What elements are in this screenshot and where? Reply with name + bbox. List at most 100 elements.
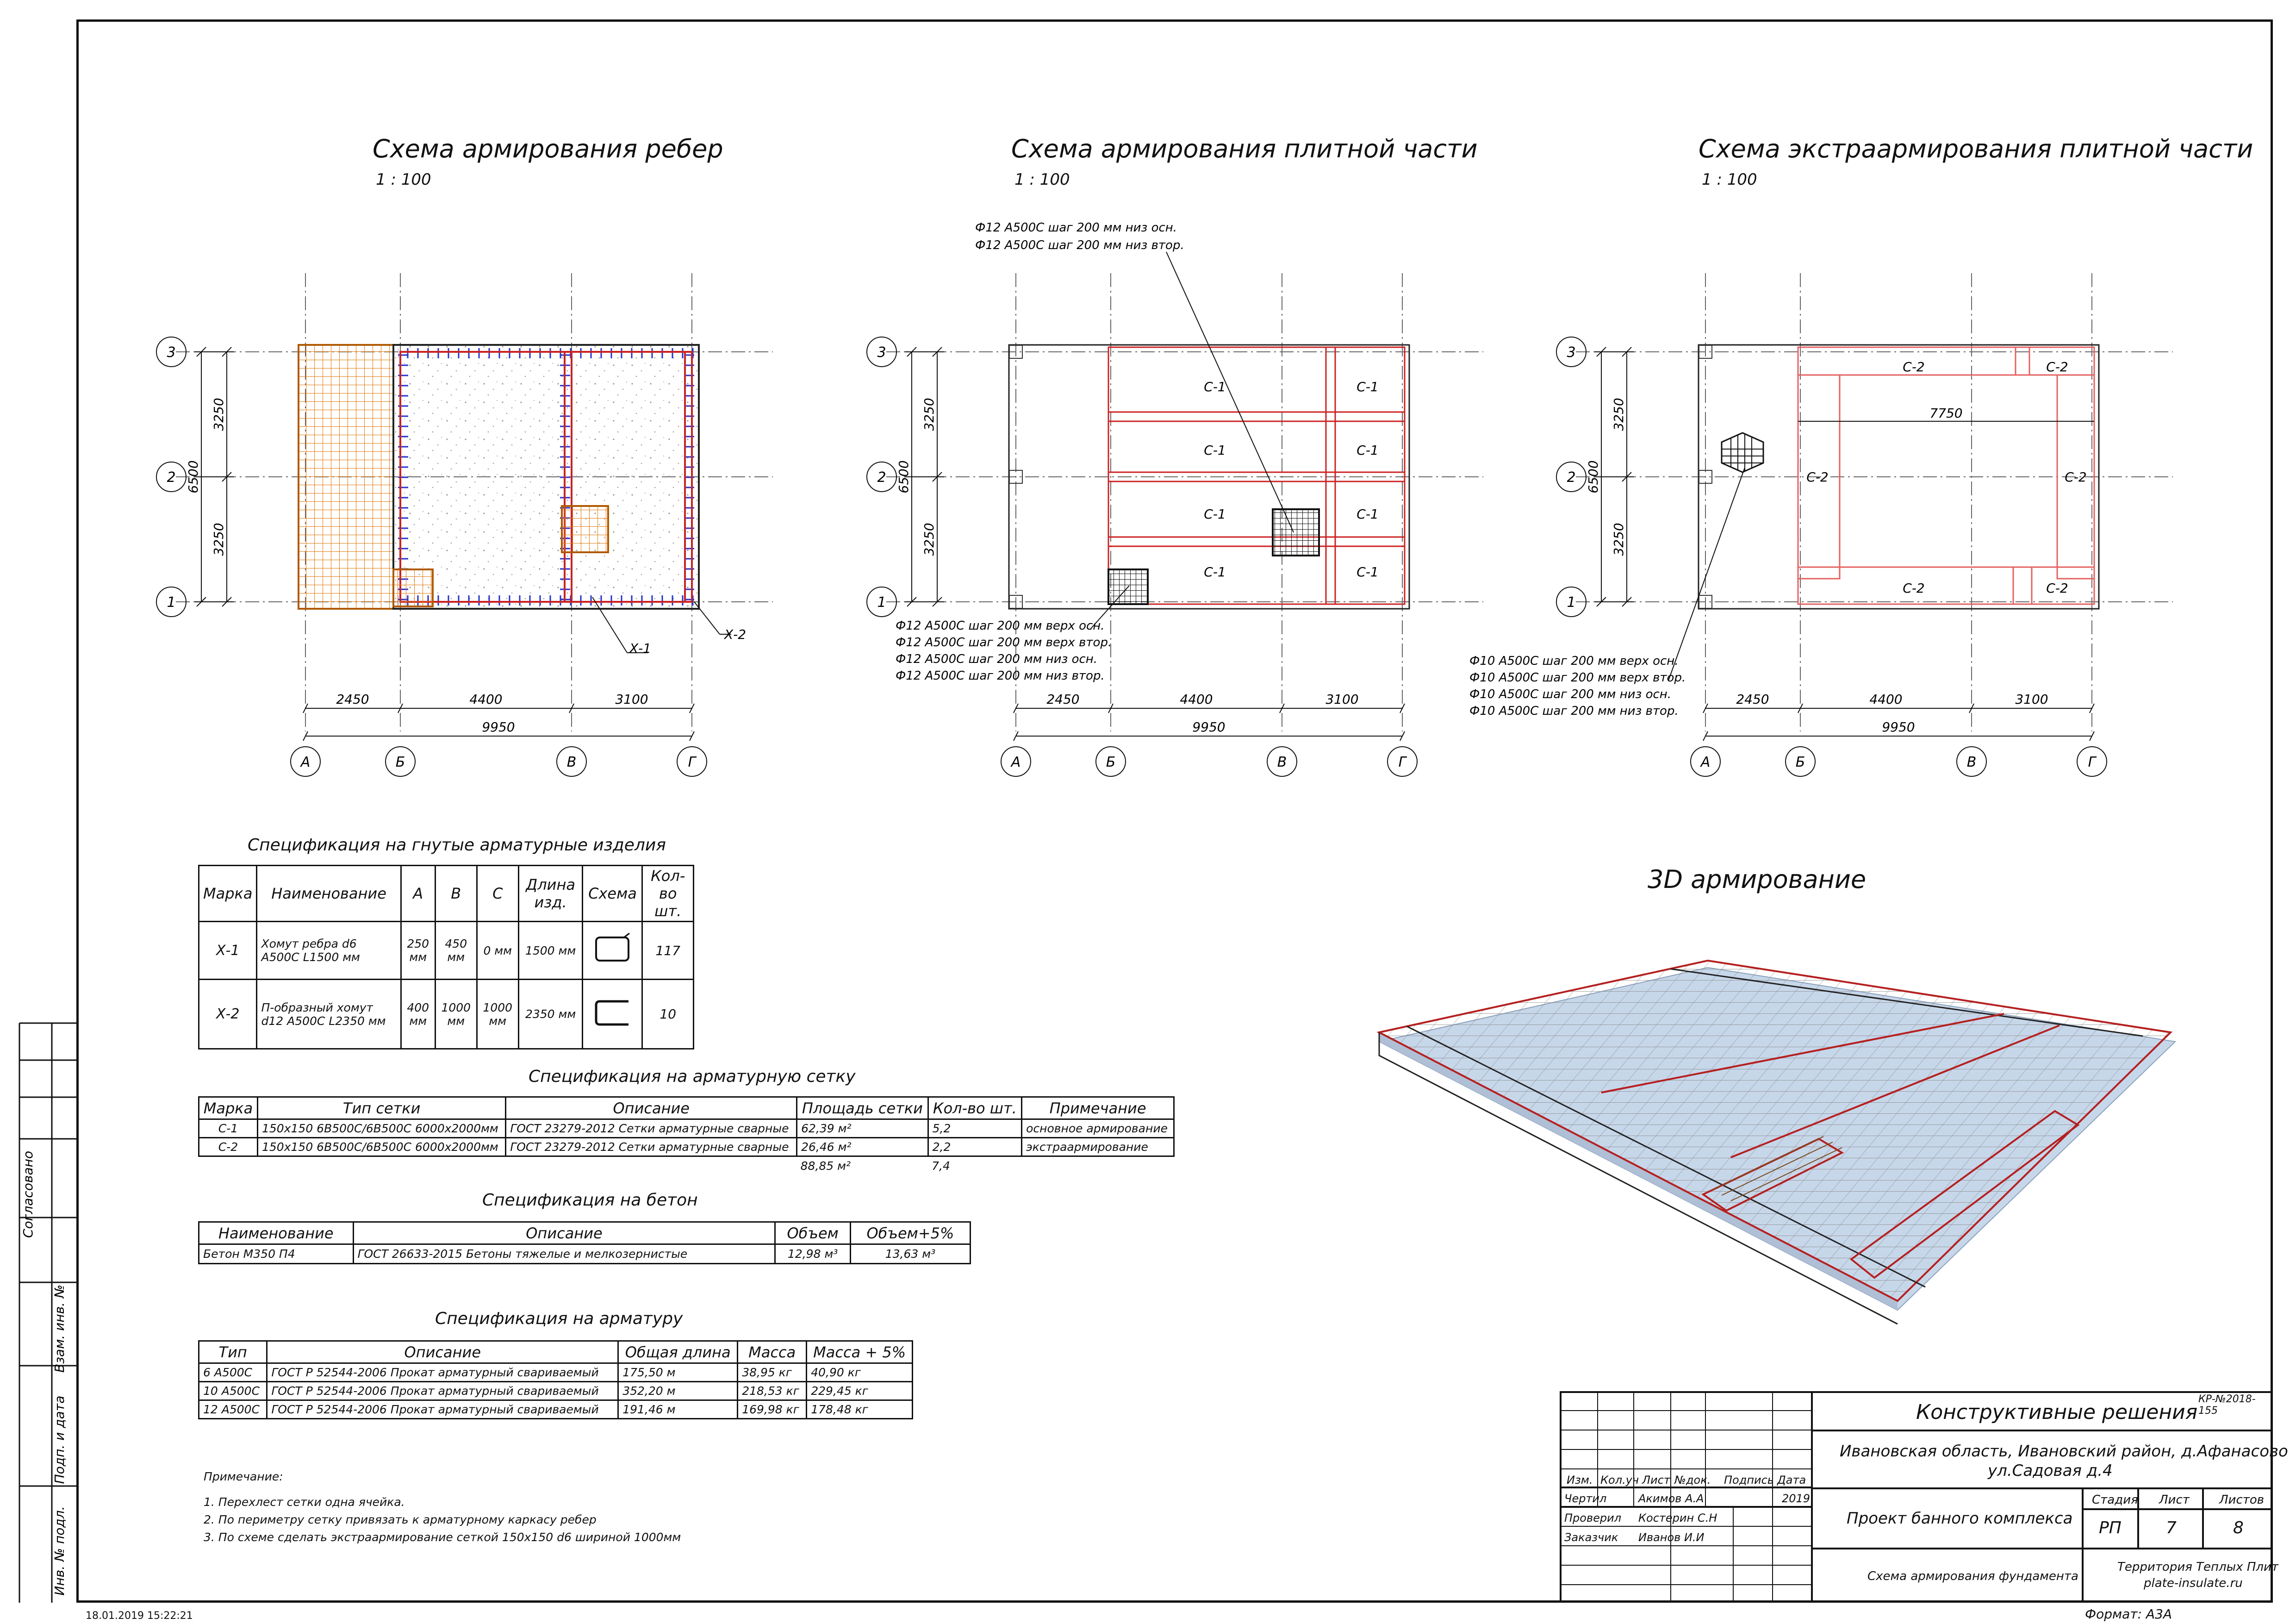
spec-rebar-r1-c0: 10 А500С — [198, 1381, 268, 1401]
note-2: 2. По периметру сетку привязать к армату… — [204, 1513, 597, 1526]
extra-dim-2450: 2450 — [1736, 692, 1769, 707]
stirrup-scheme-icon — [595, 932, 630, 962]
label-x2: Х-2 — [723, 627, 746, 642]
dim-6500: 6500 — [186, 460, 201, 493]
drawing-frame — [76, 19, 2273, 1603]
note-1: 1. Перехлест сетки одна ячейка. — [204, 1495, 405, 1509]
spec-rebar-r2-c0: 12 А500С — [198, 1399, 268, 1419]
spec-concrete-r0-c1: ГОСТ 26633-2015 Бетоны тяжелые и мелкозе… — [352, 1243, 776, 1264]
spec-rebar-r2-c2: 191,46 м — [617, 1399, 739, 1419]
extra-dim-3100: 3100 — [2015, 692, 2048, 707]
spec-rebar-r1-c2: 352,20 м — [617, 1381, 739, 1401]
spec-mesh-r1-c2: ГОСТ 23279-2012 Сетки арматурные сварные — [505, 1137, 798, 1157]
stamp-sheets: 8 — [2233, 1518, 2244, 1537]
spec-bent-h3: B — [434, 865, 478, 922]
spec-bent-h7: Кол-во шт. — [641, 865, 694, 922]
extra-dim-7750: 7750 — [1929, 406, 1962, 421]
spec-rebar-h4: Масса + 5% — [806, 1340, 913, 1364]
spec-bent-r0-scheme — [582, 921, 643, 980]
spec-mesh-r0-c0: С-1 — [198, 1118, 258, 1138]
spec-mesh-r1-c1: 150х150 6В500С/6В500С 6000х2000мм — [256, 1137, 507, 1157]
table-row: 12 А500С ГОСТ Р 52544-2006 Прокат армату… — [198, 1399, 913, 1419]
spec-mesh-h2: Описание — [505, 1096, 798, 1120]
spec-mesh-h4: Кол-во шт. — [927, 1096, 1023, 1120]
slab-col-v: В — [1277, 754, 1287, 770]
slab-callout-bot-4: Ф12 А500С шаг 200 мм низ втор. — [896, 669, 1105, 683]
spec-rebar-r0-c0: 6 А500С — [198, 1362, 268, 1382]
spec-rebar-r1-c1: ГОСТ Р 52544-2006 Прокат арматурный свар… — [266, 1381, 619, 1401]
spec-rebar-r0-c1: ГОСТ Р 52544-2006 Прокат арматурный свар… — [266, 1362, 619, 1382]
stamp-h-doc: №док. — [1674, 1474, 1711, 1487]
spec-bent-r1-a: 400 мм — [400, 979, 436, 1049]
slab-mesh-6: С-1 — [1356, 506, 1378, 522]
spec-rebar-r0-c3: 38,95 кг — [737, 1362, 808, 1382]
extra-mesh-6: С-2 — [2046, 581, 2068, 596]
slab-col-b: Б — [1106, 754, 1116, 770]
extra-callout-3: Ф10 А500С шаг 200 мм низ осн. — [1469, 687, 1671, 701]
spec-bent-h6: Схема — [582, 865, 643, 922]
stamp-h-list: Лист — [1642, 1474, 1670, 1487]
slab-dim-6500: 6500 — [896, 460, 911, 493]
table-row: Х-1 Хомут ребра d6 А500С L1500 мм 250 мм… — [198, 921, 694, 980]
spec-mesh-r1-c4: 2,2 — [927, 1137, 1023, 1157]
spec-concrete-h1: Описание — [352, 1221, 776, 1245]
table-row: 10 А500С ГОСТ Р 52544-2006 Прокат армату… — [198, 1381, 913, 1401]
stamp-org-1: Территория Теплых Плит — [2117, 1560, 2279, 1574]
slab-mesh-2: С-1 — [1356, 379, 1378, 394]
spec-rebar-title: Спецификация на арматуру — [435, 1309, 683, 1328]
title-ribs: Схема армирования ребер — [373, 134, 723, 163]
scale-ribs: 1 : 100 — [376, 170, 431, 189]
slab-dim-3100: 3100 — [1325, 692, 1358, 707]
extra-mesh-5: С-2 — [1903, 581, 1924, 596]
extra-row-3: 3 — [1567, 344, 1575, 361]
stamp-sheet: 7 — [2166, 1518, 2177, 1537]
spec-mesh-total-area: 88,85 м² — [800, 1159, 851, 1173]
spec-bent-r0-a: 250 мм — [400, 921, 436, 980]
slab-mesh-7: С-1 — [1204, 564, 1226, 580]
spec-concrete-table: Наименование Описание Объем Объем+5% Бет… — [198, 1221, 971, 1264]
stamp-name-2: Костерин С.Н — [1638, 1512, 1717, 1524]
spec-rebar-h3: Масса — [737, 1340, 808, 1364]
extra-dim-3250-b: 3250 — [1611, 523, 1626, 556]
col-label-v: В — [567, 754, 577, 770]
stamp-role-1: Чертил — [1564, 1492, 1607, 1505]
spec-rebar-h0: Тип — [198, 1340, 268, 1364]
extra-col-a: А — [1700, 754, 1711, 770]
side-stamp-replace: Взам. инв. № — [52, 1285, 67, 1373]
slab-mesh-1: С-1 — [1204, 379, 1226, 394]
slab-row-1: 1 — [877, 594, 886, 611]
spec-bent-h2: A — [400, 865, 436, 922]
spec-mesh-r0-c1: 150х150 6В500С/6В500С 6000х2000мм — [256, 1118, 507, 1138]
extra-col-v: В — [1967, 754, 1977, 770]
table-row: С-1 150х150 6В500С/6В500С 6000х2000мм ГО… — [198, 1118, 1175, 1138]
stamp-name-1: Акимов А.А — [1638, 1492, 1704, 1505]
spec-bent-h0: Марка — [198, 865, 258, 922]
stamp-h-date: Дата — [1777, 1474, 1806, 1487]
extra-callout-1: Ф10 А500С шаг 200 мм верх осн. — [1469, 654, 1679, 668]
spec-bent-r1-mark: Х-2 — [198, 979, 258, 1049]
spec-bent-r0-count: 117 — [641, 921, 694, 980]
table-row: С-2 150х150 6В500С/6В500С 6000х2000мм ГО… — [198, 1137, 1175, 1157]
side-stamp-signdate: Подп. и дата — [52, 1396, 67, 1484]
spec-bent-h5: Длина изд. — [517, 865, 584, 922]
extra-mesh-3: С-2 — [1806, 469, 1828, 485]
spec-bent-r1-name: П-образный хомут d12 А500С L2350 мм — [256, 979, 402, 1049]
spec-bent-r0-mark: Х-1 — [198, 921, 258, 980]
slab-callout-bot-3: Ф12 А500С шаг 200 мм низ осн. — [896, 652, 1097, 666]
slab-dim-3250-a: 3250 — [921, 398, 937, 431]
slab-col-g: Г — [1399, 754, 1407, 770]
spec-rebar-r2-c1: ГОСТ Р 52544-2006 Прокат арматурный свар… — [266, 1399, 619, 1419]
spec-rebar-r1-c4: 229,45 кг — [806, 1381, 913, 1401]
spec-rebar-table: Тип Описание Общая длина Масса Масса + 5… — [198, 1340, 913, 1419]
col-label-a: А — [300, 754, 311, 770]
spec-concrete-r0-c3: 13,63 м³ — [849, 1243, 971, 1264]
plan-ribs: Х-1 Х-2 3 2 1 3250 3250 6500 2450 4400 3… — [156, 273, 773, 777]
slab-callout-top-2: Ф12 А500С шаг 200 мм низ втор. — [975, 238, 1184, 252]
spec-mesh-r1-c0: С-2 — [198, 1137, 258, 1157]
slab-dim-9950: 9950 — [1192, 719, 1225, 735]
extra-dim-4400: 4400 — [1869, 692, 1902, 707]
extra-mesh-2: С-2 — [2046, 359, 2068, 375]
row-label-3: 3 — [167, 344, 175, 361]
stamp-title: Конструктивные решения — [1916, 1400, 2198, 1424]
spec-bent-r1-b: 1000 мм — [434, 979, 478, 1049]
